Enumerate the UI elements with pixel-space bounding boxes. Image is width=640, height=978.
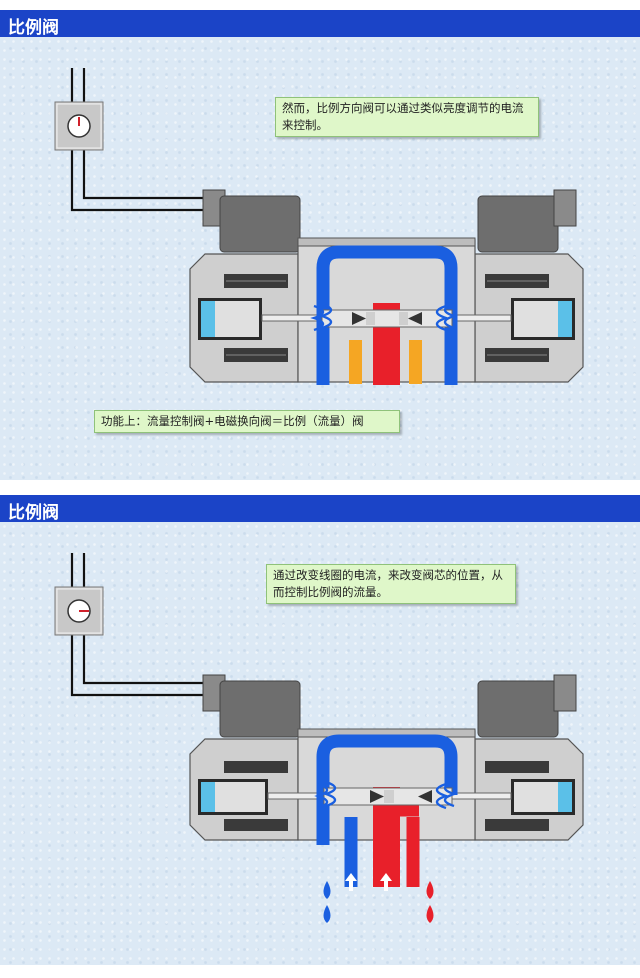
- right-solenoid-connector: [477, 674, 577, 738]
- right-spring: [435, 780, 458, 810]
- left-armature: [198, 298, 262, 340]
- spool: [323, 787, 453, 806]
- slide-1-title-bar: 比例阀: [0, 10, 640, 38]
- oil-drop-icon: [323, 881, 331, 923]
- solenoid-coils: [224, 761, 549, 831]
- flow-arrow-up-icon: [345, 873, 392, 891]
- spool: [321, 309, 453, 328]
- right-spring: [435, 302, 458, 332]
- right-solenoid-connector: [477, 189, 577, 253]
- slide-2-explanation-note: 通过改变线圈的电流，来改变阀芯的位置，从而控制比例阀的流量。: [266, 564, 516, 604]
- dimmer-knob-icon: [54, 101, 104, 151]
- slide-2-valve-diagram: [54, 553, 584, 923]
- left-solenoid-connector: [202, 189, 301, 253]
- left-armature: [198, 779, 268, 815]
- slide-1-valve-diagram: [54, 68, 584, 385]
- right-armature: [511, 298, 575, 340]
- oil-drop-icon: [426, 881, 434, 923]
- return-channel: [316, 245, 458, 385]
- left-spring: [314, 780, 337, 810]
- left-spring: [310, 302, 333, 332]
- slide-1-function-label: 功能上：流量控制阀+电磁换向阀＝比例（流量）阀: [94, 410, 400, 433]
- right-armature: [511, 779, 575, 815]
- slide-1-explanation-note: 然而，比例方向阀可以通过类似亮度调节的电流来控制。: [275, 97, 539, 137]
- slide-1: 比例阀: [0, 10, 640, 480]
- slide-1-title: 比例阀: [8, 18, 59, 38]
- slide-2-title: 比例阀: [8, 503, 59, 523]
- orifice-lands: [349, 340, 422, 384]
- dimmer-knob-icon: [54, 586, 104, 636]
- left-solenoid-connector: [202, 674, 301, 738]
- slide-2: 比例阀: [0, 495, 640, 965]
- slide-2-title-bar: 比例阀: [0, 495, 640, 523]
